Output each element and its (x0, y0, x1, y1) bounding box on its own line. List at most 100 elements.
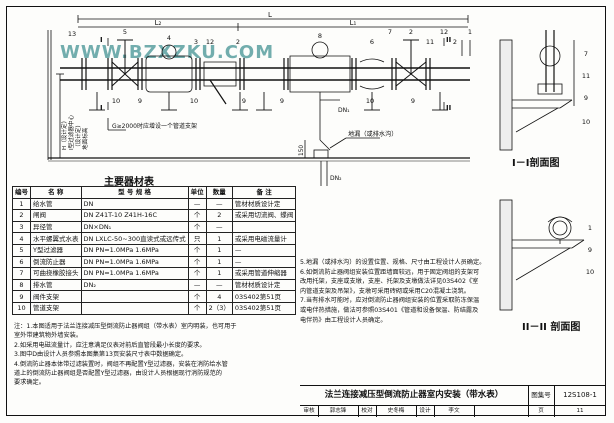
table-cell (231, 220, 297, 234)
note-line: 改用托架，支座或支墩，支座、托架及支墩做法详见03S402《室 (300, 278, 479, 286)
table-cell: 水平螺翼式水表 (30, 232, 82, 245)
callout: 4 (167, 34, 171, 42)
signature-row: 审核 郭志锋 校对 史冬梅 设计 李文 页 11 (300, 405, 606, 417)
watermark: WWW.BZXZKU.COM (60, 42, 275, 63)
table-title: 主要器材表 (104, 177, 154, 188)
callout: 5 (123, 28, 127, 36)
table-cell: 7 (12, 267, 31, 280)
table-header: 型 号 规 格 (80, 186, 189, 199)
table-cell: 2 (12, 209, 31, 222)
dim-L1: L₁ (350, 19, 357, 27)
table-cell: 2 (205, 209, 233, 222)
table-cell: DN Z41T-10 Z41H-16C (80, 209, 189, 222)
checker-name: 史冬梅 (376, 405, 417, 417)
note-line: 道上的倒流防止器阀组是否配置Y型过滤器，由设计人员根据现行消防规范的 (14, 370, 222, 378)
callout: 10 (366, 97, 374, 105)
table-cell: 管材材质设计定 (231, 197, 297, 211)
table-cell: 1 (12, 197, 31, 211)
table-cell: 1 (205, 267, 233, 280)
table-cell: DN PN=1.0MPa 1.6MPa (80, 255, 189, 269)
designer-name: 李文 (434, 405, 475, 417)
dim-L2: L₂ (155, 19, 162, 27)
table-cell: 可曲挠橡胶接头 (30, 267, 82, 280)
table-cell: 个 (187, 267, 207, 280)
note-line: 室外带建筑物外墙安装。 (14, 332, 83, 340)
table-header: 编号 (12, 186, 31, 199)
table-cell: 或采用电磁流量计 (231, 232, 297, 245)
table-cell: — (187, 197, 207, 211)
callout: 10 (112, 97, 120, 105)
section-2-title: II－II 剖面图 (522, 322, 581, 333)
table-cell: 1 (205, 232, 233, 245)
page-number: 11 (576, 408, 584, 414)
table-cell: DN₂ (80, 278, 189, 292)
table-cell: — (187, 278, 207, 292)
callout: 10 (582, 118, 590, 126)
reviewer-name: 郭志锋 (318, 405, 359, 417)
note-line: 3.图中D由设计人员参照本图集第13页安装尺寸表中数据确定。 (14, 351, 188, 359)
dn2-label: DN₂ (330, 175, 342, 182)
table-header: 数量 (205, 186, 233, 199)
callout: 12 (206, 38, 214, 46)
table-cell: DN PN=1.0MPa 1.6MPa (80, 243, 189, 257)
notes-left: 注：1.本图适用于法兰连接减压型倒流防止器阀组（带水表）室内明装，也可用于 室外… (14, 322, 300, 388)
table-cell: — (205, 197, 233, 211)
table-cell (80, 290, 189, 303)
callout: 7 (584, 50, 588, 58)
table-cell: 3 (12, 220, 31, 234)
table-header: 单位 (187, 186, 207, 199)
note-line: 5.地漏（或排水沟）的设置位置、规格、尺寸由工程设计人员确定。 (300, 259, 486, 266)
drawing-code: 12S108-1 (554, 386, 606, 406)
table-cell: 6 (12, 255, 31, 269)
page-label: 页 (528, 405, 555, 417)
section-mark: I (100, 104, 103, 112)
code-label: 图集号 (528, 386, 555, 406)
callout: 9 (138, 97, 142, 105)
table-cell: 只 (187, 232, 207, 245)
notes-right: 5.地漏（或排水沟）的设置位置、规格、尺寸由工程设计人员确定。 6.如倒流防止器阀… (300, 258, 532, 325)
callout: 10 (190, 97, 198, 105)
table-cell: — (205, 278, 233, 292)
note-line: 7.当有排水可能时，应对倒流防止器阀组安装的位置采取防冻保温 (300, 297, 480, 305)
callout: 2 (236, 38, 240, 46)
table-cell: 个 (187, 255, 207, 269)
note-line: 注：1.本图适用于法兰连接减压型倒流防止器阀组（带水表）室内明装，也可用于 (14, 323, 237, 330)
table-cell: 排水管 (30, 278, 82, 292)
table-cell: 个 (187, 301, 207, 315)
section-mark: II (446, 36, 451, 44)
table-cell: 10 (12, 301, 31, 315)
table-cell: 阀件支架 (30, 290, 82, 303)
table-cell: 9 (12, 290, 31, 303)
dim-L: L (268, 11, 272, 19)
table-cell: 03S402第51页 (231, 301, 297, 315)
dn1-label: DN₁ (338, 107, 350, 114)
side-label-filter: I型过滤器中心 (67, 114, 75, 150)
callout: 1 (468, 28, 472, 36)
table-header: 备 注 (231, 186, 297, 199)
signature-blank (474, 405, 529, 417)
callout: 9 (280, 97, 284, 105)
drawing-title: 法兰连接减压型倒流防止器室内安装（带水表） (300, 386, 529, 406)
callout: 11 (582, 72, 590, 80)
table-cell: DN×DN₁ (80, 220, 189, 234)
note-line: 6.如倒流防止器阀组安装位置距墙面较远，用于固定阀组的支架可 (300, 268, 480, 276)
drawing-frame (6, 6, 606, 416)
callout: 9 (411, 97, 415, 105)
table-cell: 8 (12, 278, 31, 292)
note-line: 电伴热》由工程设计人员确定。 (300, 316, 387, 324)
callout: 9 (588, 246, 592, 254)
table-cell: 1 (205, 243, 233, 257)
table-cell: — (205, 220, 233, 234)
reviewer-label: 审核 (300, 405, 319, 417)
support-note: G≥2000时应增设一个管道支架 (112, 122, 197, 130)
note-line: 要求确定。 (14, 379, 45, 387)
